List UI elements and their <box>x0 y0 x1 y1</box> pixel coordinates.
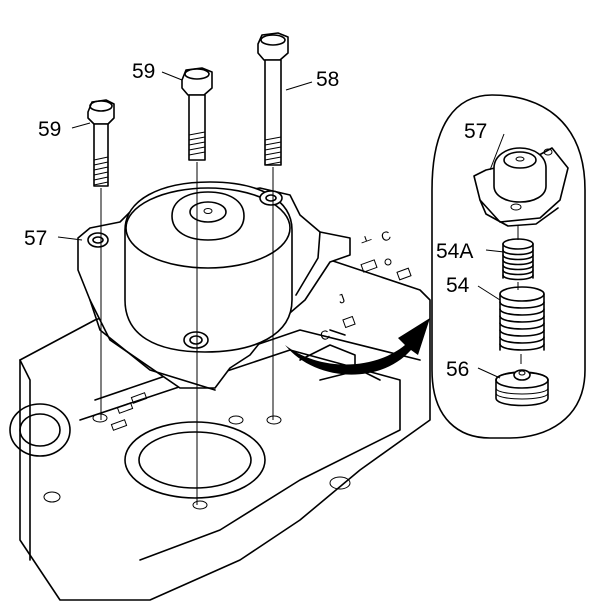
casting-mark-c: J <box>336 291 347 307</box>
callout-bolt-left: 59 <box>38 118 61 141</box>
callout-valve: 56 <box>446 358 469 381</box>
inset-cover <box>473 147 569 227</box>
bolt-long <box>257 32 289 420</box>
inset-valve <box>495 369 549 407</box>
inset-spring-small <box>502 238 534 281</box>
leader-lines <box>57 71 505 379</box>
callout-cover-main: 57 <box>24 227 47 250</box>
callout-cover-inset: 57 <box>464 120 487 143</box>
bolt-left <box>87 99 115 420</box>
callout-spring-large: 54 <box>446 274 470 297</box>
callout-bolt-center: 59 <box>132 60 155 83</box>
detail-inset <box>431 94 586 439</box>
accumulator-cover <box>77 181 351 391</box>
callout-bolt-long: 58 <box>316 68 339 91</box>
casting-marks: ㅗ C J C <box>318 228 412 344</box>
callout-labels: 59 59 58 57 57 54A 54 56 <box>24 60 487 381</box>
direction-arrow <box>285 318 430 375</box>
casting-mark-a: ㅗ <box>358 231 374 249</box>
inset-spring-large <box>499 286 545 351</box>
casting-mark-b: C <box>379 228 393 245</box>
callout-spring-small: 54A <box>436 240 473 263</box>
bolt-center <box>181 67 213 505</box>
